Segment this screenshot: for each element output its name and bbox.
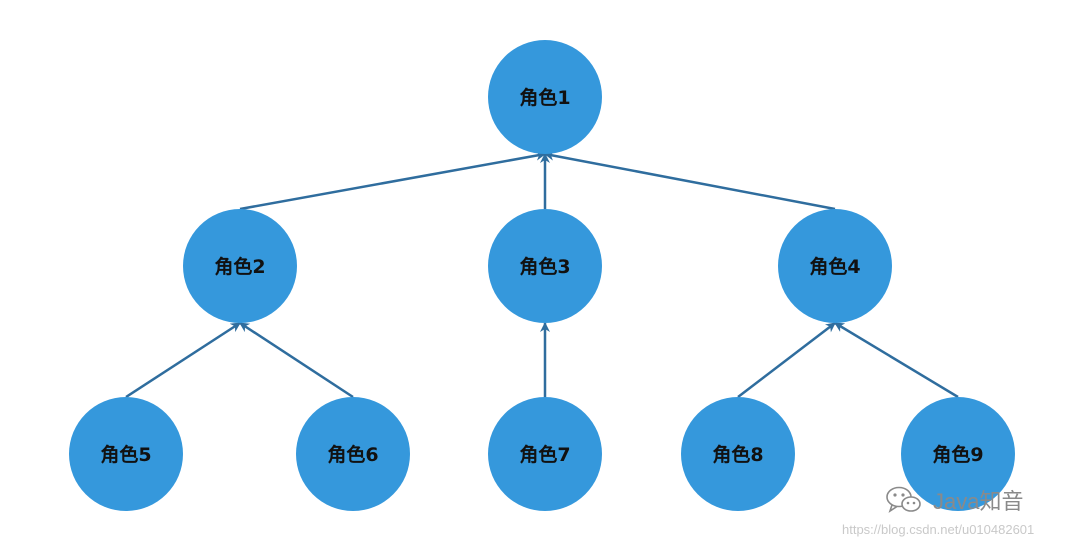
node-n5: 角色5: [69, 397, 183, 511]
node-n7: 角色7: [488, 397, 602, 511]
node-label: 角色7: [519, 443, 570, 466]
node-circle: [681, 397, 795, 511]
node-circle: [488, 209, 602, 323]
node-label: 角色2: [214, 255, 265, 278]
node-n9: 角色9: [901, 397, 1015, 511]
node-circle: [296, 397, 410, 511]
node-n1: 角色1: [488, 40, 602, 154]
node-label: 角色1: [519, 86, 570, 109]
node-label: 角色9: [932, 443, 983, 466]
node-n8: 角色8: [681, 397, 795, 511]
node-label: 角色3: [519, 255, 570, 278]
edge-n9-to-n4: [834, 321, 959, 399]
node-n2: 角色2: [183, 209, 297, 323]
edge-n5-to-n2: [125, 321, 241, 399]
node-label: 角色5: [100, 443, 151, 466]
wechat-icon: [886, 486, 921, 513]
nodes-layer: 角色1 角色2 角色3 角色4 角色5 角色6 角色7 角色8 角色9: [69, 40, 1015, 511]
node-circle: [488, 397, 602, 511]
edges-layer: [125, 150, 959, 399]
edge-n6-to-n2: [239, 321, 354, 399]
node-label: 角色4: [809, 255, 860, 278]
edge-n2-to-n1: [239, 150, 546, 211]
node-n3: 角色3: [488, 209, 602, 323]
source-url: https://blog.csdn.net/u010482601: [842, 522, 1035, 537]
edge-n4-to-n1: [544, 150, 836, 211]
edge-n8-to-n4: [737, 322, 836, 398]
node-circle: [488, 40, 602, 154]
node-circle: [69, 397, 183, 511]
watermark-text: Java知音: [933, 489, 1024, 514]
node-n4: 角色4: [778, 209, 892, 323]
node-n6: 角色6: [296, 397, 410, 511]
node-circle: [901, 397, 1015, 511]
node-label: 角色8: [712, 443, 763, 466]
node-circle: [778, 209, 892, 323]
node-circle: [183, 209, 297, 323]
node-label: 角色6: [327, 443, 378, 466]
